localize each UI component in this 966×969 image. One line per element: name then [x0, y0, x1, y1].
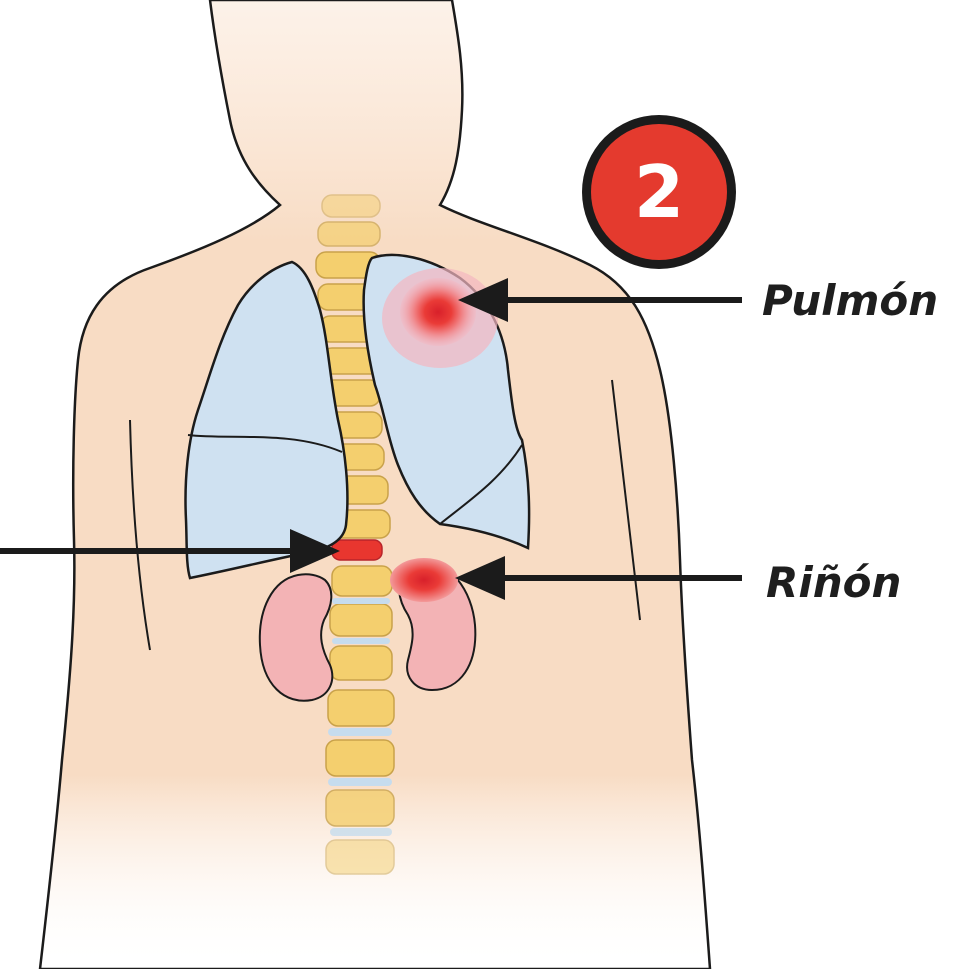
vertebra [330, 604, 392, 636]
vertebra [318, 222, 380, 246]
disc [332, 598, 390, 604]
vertebra [332, 566, 392, 596]
vertebra-lesion [332, 540, 382, 560]
lung-lesion [400, 278, 476, 346]
vertebra [322, 195, 380, 217]
left-kidney [260, 574, 332, 701]
disc [328, 778, 392, 786]
vertebra [328, 690, 394, 726]
vertebra [326, 840, 394, 874]
lung-label: Pulmón [762, 280, 938, 322]
disc [330, 828, 392, 836]
vertebra [326, 740, 394, 776]
vertebra [330, 646, 392, 680]
disc [328, 728, 392, 736]
vertebra [326, 790, 394, 826]
numbered-circle-icon: 2 [582, 115, 736, 269]
disc [332, 638, 390, 644]
kidney-lesion [390, 558, 458, 602]
badge-number: 2 [591, 124, 727, 260]
kidney-label: Riñón [766, 562, 901, 604]
